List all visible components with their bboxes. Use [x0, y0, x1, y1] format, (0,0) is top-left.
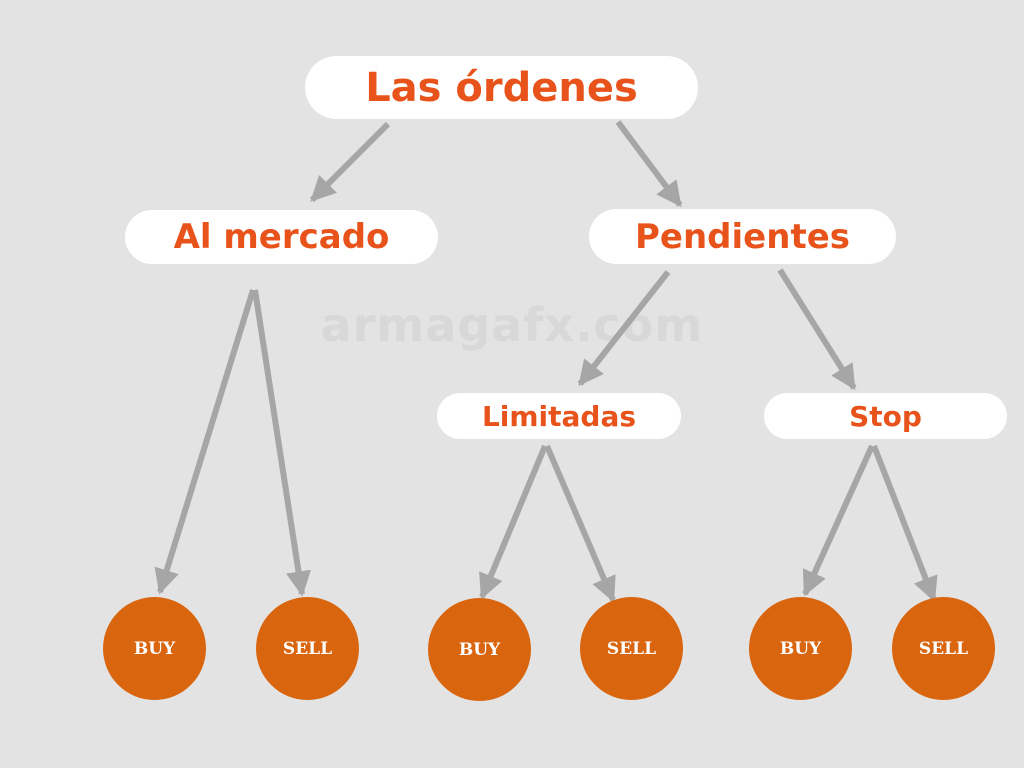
arrow-root-to-market — [309, 121, 391, 203]
stop-sell-node: SELL — [892, 597, 995, 700]
limit-sell-node: SELL — [580, 597, 683, 700]
stop-label: Stop — [849, 399, 922, 433]
limit-buy-label: BUY — [458, 639, 501, 660]
arrow-stop-to-buy — [802, 444, 875, 597]
stop-buy-label: BUY — [779, 638, 822, 659]
arrow-root-to-pending — [615, 120, 683, 208]
limit-buy-node: BUY — [428, 598, 531, 701]
market-label: Al mercado — [173, 217, 390, 257]
limit-label: Limitadas — [481, 399, 637, 433]
limit-node: Limitadas — [437, 393, 681, 439]
arrow-limit-to-buy — [479, 444, 548, 600]
arrow-pending-to-stop — [777, 268, 857, 391]
arrow-market-to-sell — [252, 289, 311, 597]
arrow-stop-to-sell — [871, 444, 938, 603]
market-buy-node: BUY — [103, 597, 206, 700]
market-node: Al mercado — [125, 210, 438, 264]
stop-buy-node: BUY — [749, 597, 852, 700]
market-sell-node: SELL — [256, 597, 359, 700]
root-node: Las órdenes — [305, 56, 698, 119]
stop-sell-label: SELL — [918, 638, 969, 659]
pending-label: Pendientes — [635, 216, 850, 257]
market-sell-label: SELL — [282, 638, 333, 659]
market-buy-label: BUY — [133, 638, 176, 659]
arrow-market-to-buy — [154, 289, 256, 595]
stop-node: Stop — [764, 393, 1007, 439]
root-label: Las órdenes — [365, 64, 638, 111]
pending-node: Pendientes — [589, 209, 896, 264]
arrow-limit-to-sell — [544, 444, 616, 603]
arrow-pending-to-limit — [577, 270, 671, 386]
limit-sell-label: SELL — [606, 638, 657, 659]
